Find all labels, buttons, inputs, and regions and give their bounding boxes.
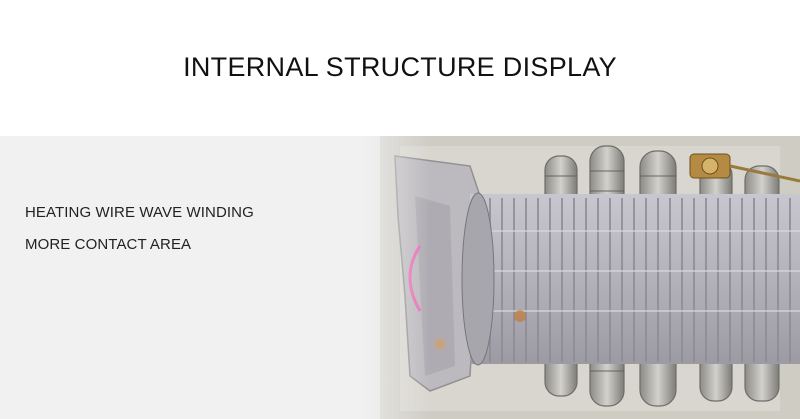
product-photo-band xyxy=(0,136,800,419)
brass-terminal xyxy=(689,153,800,183)
feature-caption-contact-area: MORE CONTACT AREA xyxy=(25,236,192,253)
page-title: INTERNAL STRUCTURE DISPLAY xyxy=(183,52,617,82)
tube-fins xyxy=(489,198,791,362)
heating-element-photo xyxy=(0,136,800,419)
feature-caption-heating-wire: HEATING WIRE WAVE WINDING xyxy=(25,204,254,221)
